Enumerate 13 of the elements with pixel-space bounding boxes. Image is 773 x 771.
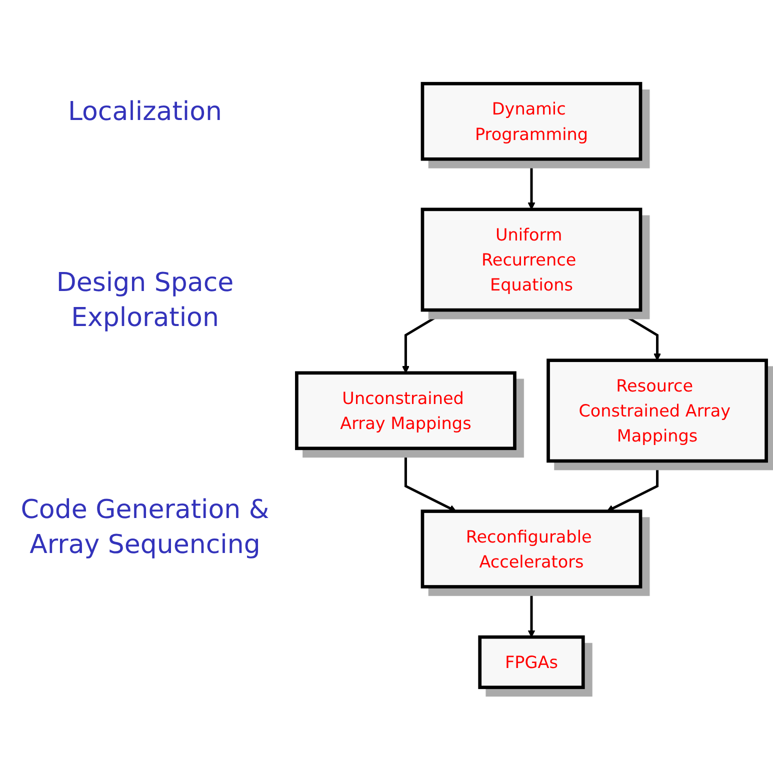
node-box: FPGAs [478,635,585,690]
arrow [404,448,456,512]
stage-label: Code Generation & Array Sequencing [20,494,270,562]
node-box: Unconstrained Array Mappings [295,371,516,450]
node-box: Resource Constrained Array Mappings [546,358,768,463]
arrow [528,159,536,210]
node-box: Reconfigurable Accelerators [420,510,642,588]
arrow [528,586,536,638]
node-box: Dynamic Programming [420,82,642,161]
arrow [606,460,659,512]
stage-label: Design Space Exploration [55,267,235,335]
stage-label: Localization [67,96,223,129]
node-box: Uniform Recurrence Equations [420,208,642,312]
